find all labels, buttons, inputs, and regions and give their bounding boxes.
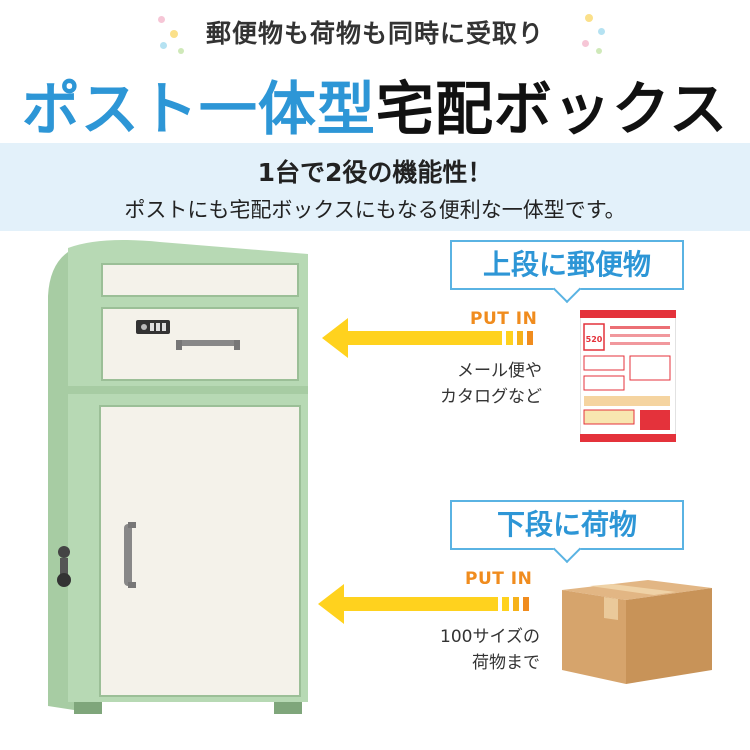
lower-caption-line1: 100サイズの [440, 627, 540, 647]
confetti-dot [158, 16, 165, 23]
confetti-dot [178, 48, 184, 54]
upper-caption: メール便や カタログなど [400, 358, 542, 410]
lower-door [99, 405, 301, 697]
upper-drawer [101, 307, 299, 381]
lower-caption-line2: 荷物まで [472, 653, 540, 673]
handle-icon [176, 340, 240, 350]
headline: ポスト一体型宅配ボックス [0, 62, 750, 146]
headline-black-part: 宅配ボックス [375, 75, 729, 143]
lower-label-text: 下段に荷物 [496, 508, 637, 541]
confetti-dot [598, 28, 605, 35]
upper-label-text: 上段に郵便物 [482, 248, 651, 281]
upper-caption-line1: メール便や [457, 361, 542, 381]
combination-lock-icon [136, 320, 170, 334]
confetti-dot [596, 48, 602, 54]
mailbox-illustration [48, 240, 308, 714]
envelope-icon: 520 [580, 310, 676, 442]
arrow-left-icon [322, 318, 533, 358]
feature-heading: 1台で2役の機能性！ [257, 158, 493, 187]
mailbox-foot [74, 702, 102, 714]
confetti-dot [585, 14, 593, 22]
upper-caption-line2: カタログなど [440, 387, 542, 407]
mailbox-foot [274, 702, 302, 714]
envelope-price: 520 [586, 335, 603, 344]
confetti-dot [160, 42, 167, 49]
confetti-dot [582, 40, 589, 47]
upper-putin-label: PUT IN [470, 309, 538, 329]
headline-blue-part: ポスト一体型 [21, 75, 376, 143]
cardboard-box-icon [562, 580, 712, 684]
handle-icon [124, 522, 136, 588]
key-icon [57, 546, 71, 587]
tagline: 郵便物も荷物も同時に受取り [205, 19, 544, 48]
mail-slot-lid [101, 263, 299, 297]
feature-description: ポストにも宅配ボックスにもなる便利な一体型です。 [124, 198, 626, 222]
upper-label-bubble: 上段に郵便物 [450, 240, 684, 290]
confetti-dot [170, 30, 178, 38]
lower-putin-label: PUT IN [465, 569, 533, 589]
lower-label-bubble: 下段に荷物 [450, 500, 684, 550]
lower-caption: 100サイズの 荷物まで [400, 624, 540, 676]
feature-band [0, 143, 750, 231]
arrow-left-icon [318, 584, 529, 624]
